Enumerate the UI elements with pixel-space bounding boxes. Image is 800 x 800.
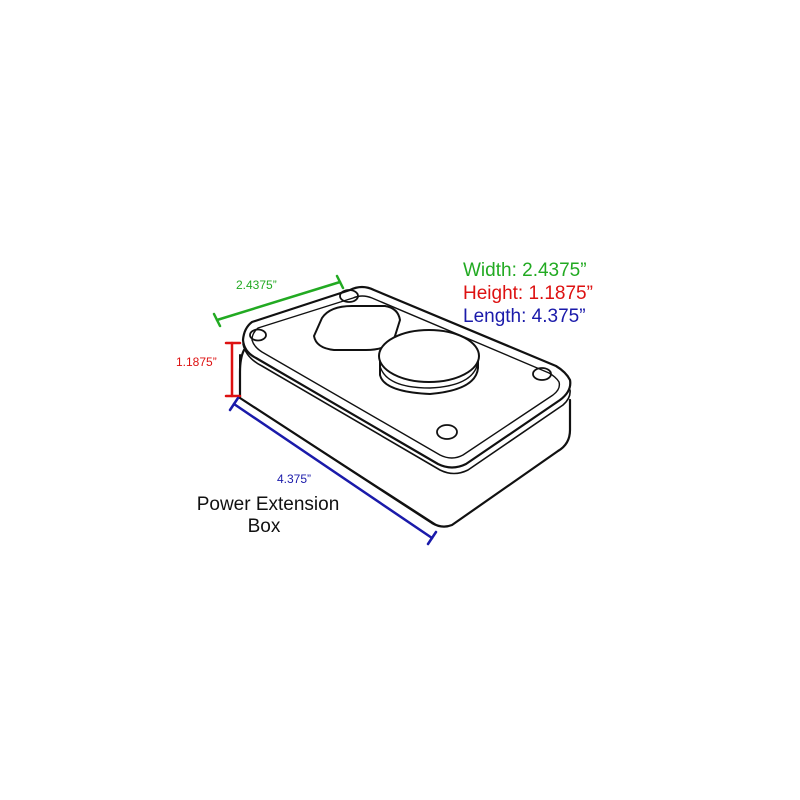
box-bottom-edge — [242, 399, 436, 525]
screw-hole-right — [532, 367, 552, 381]
width-dimension-label: 2.4375” — [236, 278, 277, 292]
length-tick-right — [426, 530, 438, 546]
length-dimension-line — [232, 402, 434, 540]
width-dimension-line — [215, 280, 342, 322]
height-dimension — [224, 341, 242, 398]
screw-hole-left — [249, 328, 267, 342]
length-dimension — [228, 396, 438, 546]
screw-hole-back-left — [339, 289, 359, 303]
legend-height: Height: 1.1875” — [463, 283, 593, 304]
box-lid-thickness — [242, 343, 571, 475]
round-plug-top — [378, 329, 480, 383]
length-tick-left — [228, 396, 240, 412]
width-tick-right — [335, 274, 345, 290]
width-tick-left — [212, 312, 222, 328]
caption-line-1: Power Extension — [197, 494, 340, 515]
caption-line-2: Box — [248, 516, 281, 537]
round-plug-flange — [379, 361, 479, 389]
legend-width: Width: 2.4375” — [463, 260, 587, 281]
length-dimension-label: 4.375” — [277, 472, 311, 486]
width-dimension — [212, 274, 345, 328]
legend-length: Length: 4.375” — [463, 306, 586, 327]
box-lid-rim — [251, 295, 561, 459]
height-dimension-label: 1.1875” — [176, 355, 217, 369]
screw-hole-front — [436, 424, 458, 440]
